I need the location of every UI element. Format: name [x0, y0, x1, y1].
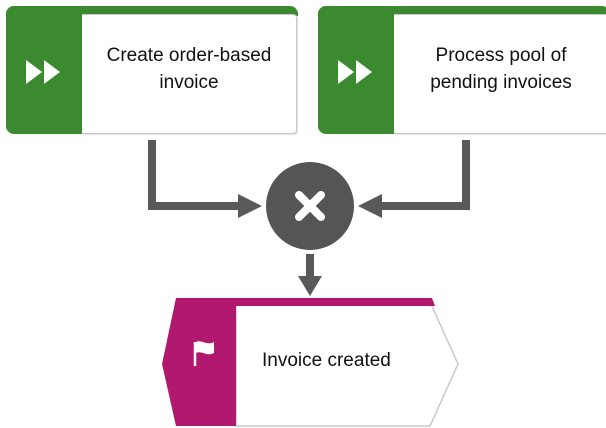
arrowhead-right [358, 194, 382, 218]
xor-gateway[interactable] [266, 162, 354, 250]
event-label: Invoice created [262, 350, 391, 371]
function-label-line-1: Create order-based [106, 45, 272, 66]
function-process-pool-of-pending-invoices[interactable]: Process pool of pending invoices [318, 6, 606, 134]
arrowhead-down [298, 276, 322, 296]
flag-icon [193, 341, 214, 366]
function-label: Create order-based invoice [82, 42, 296, 96]
event-shape [162, 298, 459, 427]
function-label: Process pool of pending invoices [394, 42, 606, 96]
connector-right [376, 140, 470, 210]
close-icon [295, 191, 325, 221]
arrowhead-left [238, 194, 262, 218]
connector-left [148, 140, 244, 210]
play-forward-icon [26, 60, 60, 84]
event-invoice-created[interactable]: Invoice created [160, 296, 460, 428]
function-label-line-2: invoice [159, 72, 219, 93]
function-label-line-2: pending invoices [430, 72, 572, 93]
function-label-line-1: Process pool of [435, 45, 567, 66]
function-create-order-based-invoice[interactable]: Create order-based invoice [6, 6, 298, 134]
play-forward-icon [338, 60, 372, 84]
